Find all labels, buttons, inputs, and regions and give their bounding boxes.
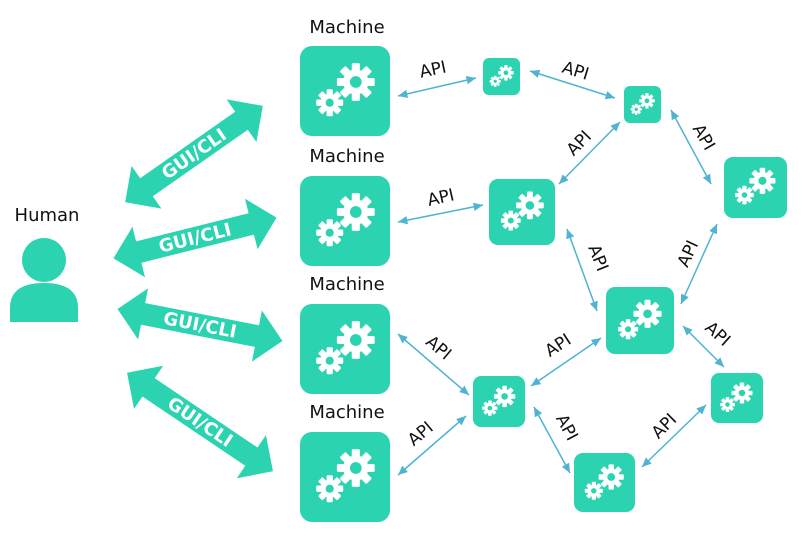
api-line [641, 404, 707, 468]
gui-cli-arrow-2: GUI/CLI [113, 198, 277, 278]
human-label: Human [15, 205, 80, 226]
machine-label-1: Machine [309, 17, 384, 38]
service-node-h [574, 453, 635, 512]
api-label: API [551, 411, 581, 444]
machine-node-1 [300, 46, 390, 136]
service-node-g [711, 373, 763, 423]
api-line [682, 325, 725, 368]
api-line [566, 228, 598, 312]
api-line [397, 202, 484, 225]
gui-cli-label: GUI/CLI [157, 219, 234, 257]
gui-cli-label: GUI/CLI [162, 308, 239, 343]
gui-cli-arrow-4: GUI/CLI [127, 365, 273, 479]
api-connections [397, 69, 725, 476]
api-label: API [701, 318, 734, 351]
api-line [680, 223, 718, 305]
api-label: API [421, 332, 454, 365]
api-label: API [560, 58, 592, 85]
service-node-d [724, 157, 787, 218]
api-line [397, 333, 470, 396]
api-label: API [418, 58, 448, 83]
api-line [670, 109, 712, 185]
gui-cli-arrow-1: GUI/CLI [125, 99, 263, 209]
service-node-a [483, 58, 520, 95]
api-label: API [542, 330, 575, 361]
machine-node-3 [300, 304, 390, 394]
machine-node-2 [300, 176, 390, 266]
service-node-b [624, 86, 661, 123]
api-label: API [563, 127, 596, 160]
service-node-c [489, 179, 555, 245]
api-line [397, 76, 477, 98]
api-line [397, 415, 467, 476]
api-line [533, 406, 571, 474]
machine-label-4: Machine [309, 402, 384, 423]
api-line [558, 121, 621, 185]
gui-cli-label: GUI/CLI [158, 125, 231, 185]
api-label: API [583, 242, 612, 274]
machine-node-4 [300, 432, 390, 522]
service-node-e [606, 287, 674, 354]
machine-label-2: Machine [309, 146, 384, 167]
api-line [529, 69, 616, 100]
gui-cli-label: GUI/CLI [163, 393, 236, 452]
human-icon [10, 238, 78, 322]
api-line [530, 337, 602, 387]
api-label: API [648, 410, 681, 443]
api-labels: API API API API API API API API API API … [404, 58, 734, 451]
machine-label-3: Machine [309, 274, 384, 295]
gui-cli-arrow-3: GUI/CLI [117, 288, 283, 362]
api-label: API [426, 185, 457, 211]
service-node-f [473, 376, 525, 427]
